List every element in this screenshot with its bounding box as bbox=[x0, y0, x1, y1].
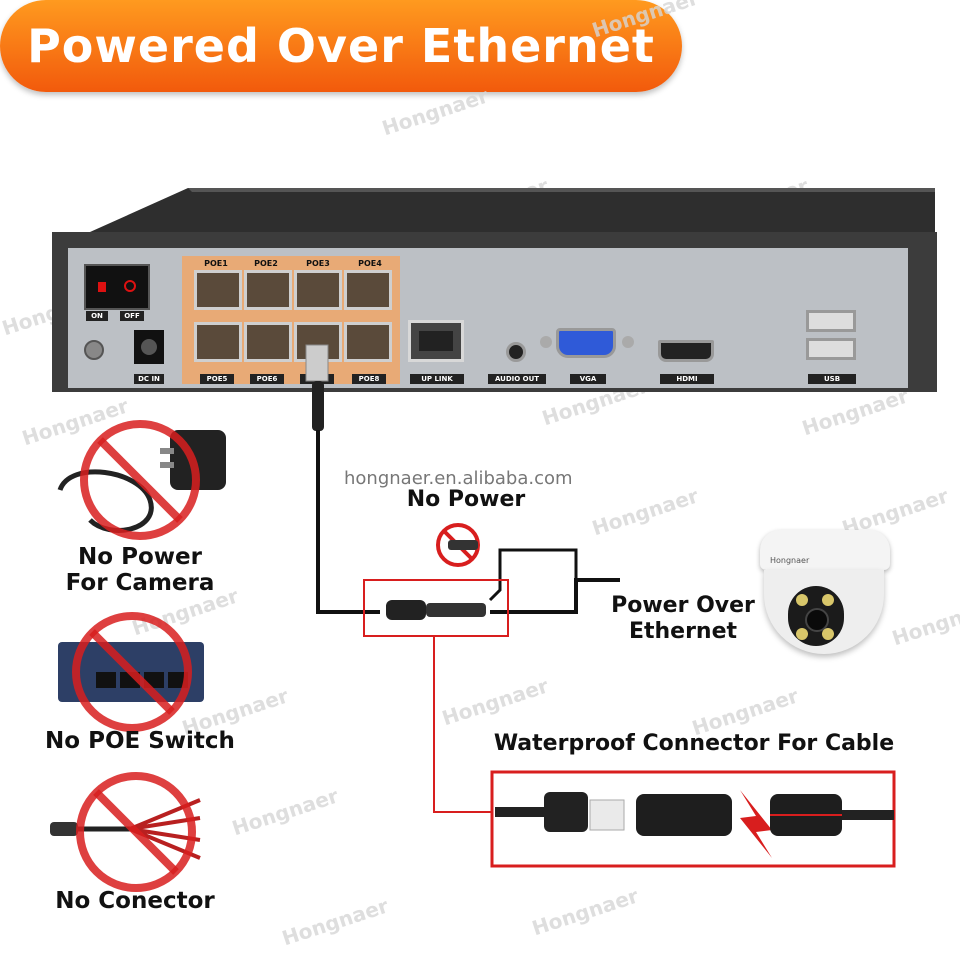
poe-label: POE8 bbox=[352, 374, 386, 384]
banner-title: Powered Over Ethernet bbox=[27, 19, 655, 73]
usb-label: USB bbox=[808, 374, 856, 384]
dc-in-port bbox=[134, 330, 164, 364]
vga-port[interactable] bbox=[556, 328, 616, 358]
left-label: No POE Switch bbox=[45, 728, 235, 754]
poe-label-line2: Ethernet bbox=[628, 619, 738, 644]
dc-in-label: DC IN bbox=[134, 374, 164, 384]
poe-label: POE5 bbox=[200, 374, 234, 384]
audio-out-label: AUDIO OUT bbox=[488, 374, 546, 384]
uplink-label: UP LINK bbox=[410, 374, 464, 384]
poe-label: POE2 bbox=[254, 259, 278, 268]
title-banner: Powered Over Ethernet bbox=[0, 0, 682, 92]
poe-label: POE1 bbox=[204, 259, 228, 268]
hdmi-label: HDMI bbox=[660, 374, 714, 384]
hdmi-port[interactable] bbox=[658, 340, 714, 362]
vga-screw bbox=[540, 336, 552, 348]
vga-screw bbox=[622, 336, 634, 348]
dome-camera: Hongnaer bbox=[760, 530, 890, 660]
poe-port[interactable] bbox=[344, 322, 392, 362]
power-adapter-icon bbox=[52, 420, 232, 540]
poe-port[interactable] bbox=[194, 322, 242, 362]
poe-label: POE4 bbox=[358, 259, 382, 268]
switch-off-label: OFF bbox=[120, 311, 144, 321]
vga-label: VGA bbox=[570, 374, 606, 384]
poe-port[interactable] bbox=[344, 270, 392, 310]
connector-title: Waterproof Connector For Cable bbox=[493, 731, 895, 756]
website-watermark: hongnaer.en.alibaba.com bbox=[344, 468, 573, 489]
poe-port[interactable] bbox=[244, 322, 292, 362]
audio-out-port[interactable] bbox=[506, 342, 526, 362]
usb-port[interactable] bbox=[806, 310, 856, 332]
left-label: No Power bbox=[78, 544, 202, 570]
poe-port[interactable] bbox=[194, 270, 242, 310]
uplink-port[interactable] bbox=[408, 320, 464, 362]
left-label: No Conector bbox=[55, 888, 215, 914]
poe-label-line1: Power Over bbox=[611, 593, 755, 618]
usb-port[interactable] bbox=[806, 338, 856, 360]
poe-port[interactable] bbox=[244, 270, 292, 310]
poe-label: POE6 bbox=[250, 374, 284, 384]
camera-brand: Hongnaer bbox=[770, 556, 810, 565]
no-power-label: No Power bbox=[406, 487, 526, 512]
ground-screw-icon bbox=[84, 340, 104, 360]
splitter-cable-icon bbox=[50, 776, 220, 888]
poe-switch-icon bbox=[52, 616, 212, 728]
left-label: For Camera bbox=[65, 570, 215, 596]
switch-on-label: ON bbox=[86, 311, 108, 321]
poe-port[interactable] bbox=[294, 270, 342, 310]
power-switch[interactable] bbox=[84, 264, 150, 310]
poe-label: POE3 bbox=[306, 259, 330, 268]
